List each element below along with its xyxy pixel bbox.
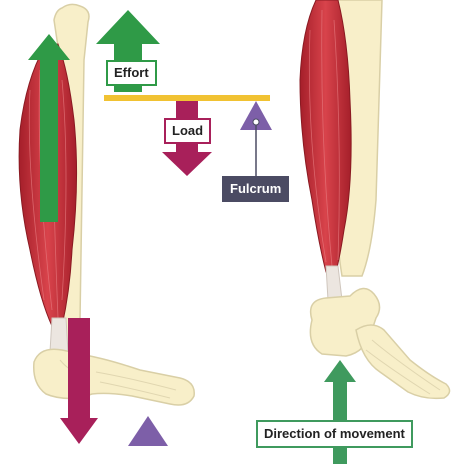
effort-label: Effort [106, 60, 157, 86]
direction-of-movement-label: Direction of movement [256, 420, 413, 448]
right-achilles-tendon [325, 265, 343, 301]
right-calf-muscle [299, 0, 352, 273]
lever-bar [104, 95, 270, 101]
foot-fulcrum-triangle [128, 416, 168, 446]
heel-load-arrow [60, 318, 98, 444]
left-foot-bones [33, 348, 195, 406]
calf-effort-arrow [28, 34, 70, 222]
fulcrum-triangle [240, 101, 272, 130]
effort-arrow [96, 10, 160, 92]
lever-model [96, 10, 272, 176]
left-achilles-tendon [49, 317, 69, 353]
fulcrum-label: Fulcrum [222, 176, 290, 202]
fulcrum-pivot [252, 118, 260, 126]
right-leg [299, 0, 451, 400]
load-label: Load [164, 118, 212, 144]
movement-arrow [324, 360, 356, 464]
